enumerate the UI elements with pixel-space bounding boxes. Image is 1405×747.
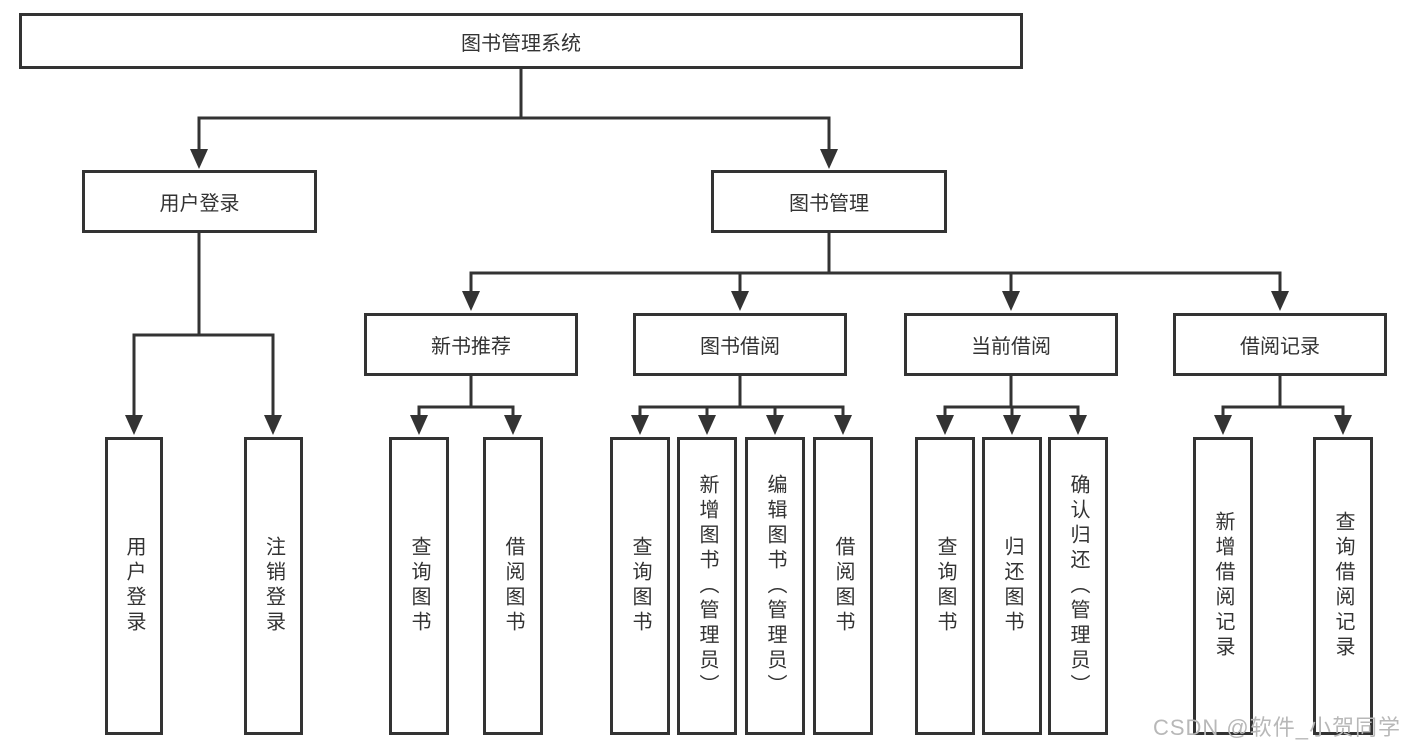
- node-new-book-recommend: 新书推荐: [364, 313, 578, 376]
- node-user-login: 用户登录: [82, 170, 317, 233]
- leaf-query-books-recommend: 查询图书: [389, 437, 449, 735]
- node-book-borrow: 图书借阅: [633, 313, 847, 376]
- leaf-logout: 注销登录: [244, 437, 303, 735]
- leaf-borrow-books: 借阅图书: [813, 437, 873, 735]
- leaf-return-book: 归还图书: [982, 437, 1042, 735]
- node-library-management-system: 图书管理系统: [19, 13, 1023, 69]
- leaf-borrow-books-recommend: 借阅图书: [483, 437, 543, 735]
- leaf-add-book-admin: 新增图书（管理员）: [677, 437, 737, 735]
- leaf-query-books-borrow: 查询图书: [610, 437, 670, 735]
- leaf-confirm-return-admin: 确认归还（管理员）: [1048, 437, 1108, 735]
- node-current-borrow: 当前借阅: [904, 313, 1118, 376]
- node-book-management: 图书管理: [711, 170, 947, 233]
- leaf-query-borrow-record: 查询借阅记录: [1313, 437, 1373, 735]
- leaf-edit-book-admin: 编辑图书（管理员）: [745, 437, 805, 735]
- node-borrow-records: 借阅记录: [1173, 313, 1387, 376]
- leaf-query-books-current: 查询图书: [915, 437, 975, 735]
- leaf-add-borrow-record: 新增借阅记录: [1193, 437, 1253, 735]
- leaf-user-login: 用户登录: [105, 437, 163, 735]
